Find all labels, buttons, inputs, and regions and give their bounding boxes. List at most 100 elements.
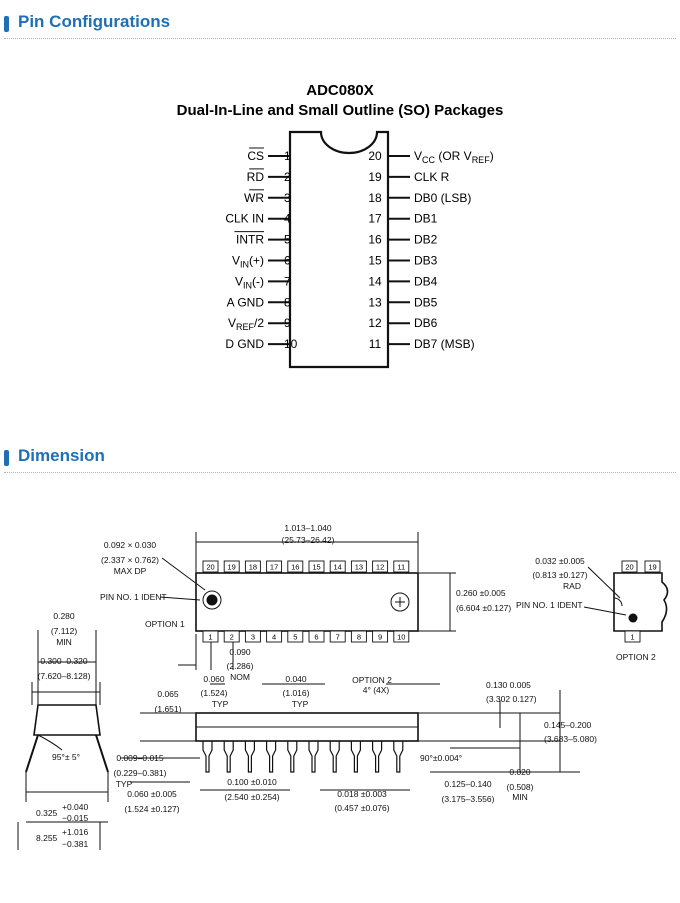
d040-inch: 0.040 <box>285 674 307 684</box>
lead-thick-inch: 0.009–0.015 <box>116 753 164 763</box>
nom-mm: (2.286) <box>227 661 254 671</box>
w280-inch: 0.280 <box>53 611 75 621</box>
side-lead <box>287 741 298 773</box>
pin-label: INTR <box>236 233 264 247</box>
dimension-title: Dimension <box>18 446 105 465</box>
d145-mm: (3.683–5.080) <box>544 734 597 744</box>
pin-number: 5 <box>284 233 291 247</box>
top-pin-15: 15 <box>308 560 325 573</box>
header-divider <box>4 472 676 473</box>
svg-text:15: 15 <box>312 563 320 572</box>
d020-mm: (0.508) <box>507 782 534 792</box>
w280-min: MIN <box>56 637 72 647</box>
svg-text:4: 4 <box>272 633 276 642</box>
w325-mm-plus: +1.016 <box>62 827 89 837</box>
width-inch: 0.260 ±0.005 <box>456 588 506 598</box>
opt2-rad-inch: 0.032 ±0.005 <box>535 556 585 566</box>
side-lead <box>308 741 319 773</box>
lead-width-inch: 0.018 ±0.003 <box>337 789 387 799</box>
w325-mm: 8.255 <box>36 833 58 843</box>
pin-number: 12 <box>368 316 382 330</box>
d125-mm: (3.175–3.556) <box>442 794 495 804</box>
shoulder-inch: 0.060 ±0.005 <box>127 789 177 799</box>
pin-number: 6 <box>284 254 291 268</box>
w280-mm: (7.112) <box>51 626 77 636</box>
top-pin-12: 12 <box>372 560 389 573</box>
pin-number: 7 <box>284 274 291 288</box>
angle-4: 4° (4X) <box>363 685 390 695</box>
w300-inch: 0.300–0.320 <box>40 656 88 666</box>
opt2-pin1-label: PIN NO. 1 IDENT <box>516 600 583 610</box>
end-view-body <box>33 704 101 736</box>
pin-number: 9 <box>284 316 291 330</box>
side-lead <box>244 741 255 773</box>
pin-left-2: 2RD <box>247 168 291 184</box>
w325-inch: 0.325 <box>36 808 58 818</box>
pin-label: CLK IN <box>225 212 264 226</box>
side-lead <box>202 741 213 773</box>
pin-number: 19 <box>368 170 382 184</box>
pin-number: 4 <box>284 212 291 226</box>
svg-text:20: 20 <box>206 563 214 572</box>
length-inch: 1.013–1.040 <box>284 523 332 533</box>
side-lead <box>393 741 404 773</box>
top-pin-13: 13 <box>350 560 367 573</box>
top-pin-19: 19 <box>223 560 240 573</box>
pin-number: 15 <box>368 254 382 268</box>
d060t-typ: TYP <box>212 699 229 709</box>
pin-number: 8 <box>284 295 291 309</box>
opt2-pin-20: 20 <box>621 560 638 573</box>
angle-95: 95°± 5° <box>52 752 80 762</box>
pin-config-header: Pin Configurations <box>4 10 676 39</box>
pin-label: CLK R <box>414 170 450 184</box>
d060t-inch: 0.060 <box>203 674 225 684</box>
option1-label: OPTION 1 <box>145 619 185 629</box>
pin-left-10: 10D GND <box>225 337 297 351</box>
pin-number: 13 <box>368 295 382 309</box>
pin-label: VIN(+) <box>232 254 264 270</box>
bottom-pin-1: 1 <box>202 630 219 643</box>
bottom-pin-9: 9 <box>372 630 389 643</box>
bottom-pin-7: 7 <box>329 630 346 643</box>
pin-number: 3 <box>284 191 291 205</box>
svg-text:6: 6 <box>314 633 318 642</box>
width-mm: (6.604 ±0.127) <box>456 603 511 613</box>
pin-label: DB6 <box>414 316 438 330</box>
pin-number: 14 <box>368 274 382 288</box>
option2-side-label: OPTION 2 <box>352 675 392 685</box>
svg-text:13: 13 <box>355 563 363 572</box>
pin-label: DB7 (MSB) <box>414 337 475 351</box>
d145-inch: 0.145–0.200 <box>544 720 592 730</box>
svg-text:11: 11 <box>397 563 405 572</box>
svg-text:12: 12 <box>376 563 384 572</box>
pin-left-1: 1CS <box>247 147 291 163</box>
top-view-body <box>195 572 419 632</box>
svg-text:3: 3 <box>251 633 255 642</box>
pin-label: WR <box>244 191 264 205</box>
d125-inch: 0.125–0.140 <box>444 779 492 789</box>
w300-mm: (7.620–8.128) <box>38 671 91 681</box>
bottom-pin-10: 10 <box>393 630 410 643</box>
dp-note: MAX DP <box>114 566 147 576</box>
pinout-title: ADC080X <box>306 82 374 99</box>
pin-number: 16 <box>368 233 382 247</box>
svg-text:19: 19 <box>228 563 236 572</box>
side-lead <box>223 741 234 773</box>
pin-label: VCC (OR VREF) <box>414 149 494 165</box>
pin-label: DB0 (LSB) <box>414 191 471 205</box>
lead-thick-typ: TYP <box>116 779 133 789</box>
pin-number: 2 <box>284 170 291 184</box>
svg-text:20: 20 <box>625 563 633 572</box>
length-mm: (25.73–26.42) <box>282 535 335 545</box>
svg-text:5: 5 <box>293 633 297 642</box>
w325-plus: +0.040 <box>62 802 89 812</box>
